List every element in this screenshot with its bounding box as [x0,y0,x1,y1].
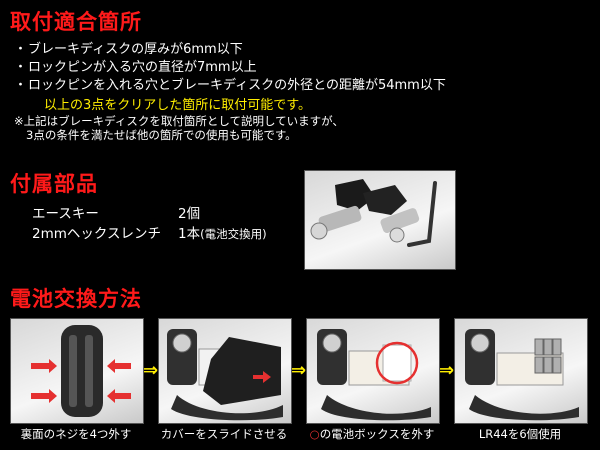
heading-accessories: 付属部品 [10,172,98,196]
fit-condition-3: ・ロックピンを入れる穴とブレーキディスクの外径との距離が54mm以下 [14,74,446,93]
cover-slide-illustration [167,329,283,421]
step-4-caption: LR44を6個使用 [478,427,562,441]
lr44-batteries-illustration [465,329,579,421]
fit-condition-text: ブレーキディスクの厚みが6mm以下 [28,42,243,57]
fit-summary: 以上の3点をクリアした箇所に取付可能です。 [44,98,311,113]
accessory-qty-with-note: 1本(電池交換用) [178,222,267,242]
step-2-photo [158,318,292,424]
accessory-qty: 2個 [178,206,201,222]
step-1-caption: 裏面のネジを4つ外す [20,427,132,441]
key-and-wrench-illustration [310,179,437,247]
step-4-photo [454,318,588,424]
step-3-caption: ○の電池ボックスを外す [302,426,442,442]
heading-battery-replacement: 電池交換方法 [10,287,142,311]
bullet: ・ [14,42,28,57]
note-line-2: 3点の条件を満たせば他の箇所での使用も可能です。 [26,128,297,142]
note-line-1: ※上記はブレーキディスクを取付箇所として説明していますが、 [14,114,344,128]
accessory-qty: 1本 [178,226,201,242]
step-arrow-icon: ⇒ [439,360,455,381]
step-arrow-icon: ⇒ [143,360,159,381]
step-1-photo [10,318,144,424]
heading-fit-locations: 取付適合箇所 [10,10,142,34]
slide-arrow-icon [253,371,271,383]
bullet: ・ [14,78,28,93]
highlight-circle-icon [375,341,419,385]
fit-condition-text: ロックピンを入れる穴とブレーキディスクの外径との距離が54mm以下 [28,78,446,93]
step-3-caption-text: の電池ボックスを外す [319,427,435,441]
step-3-photo [306,318,440,424]
accessory-name: 2mmヘックスレンチ [32,226,161,242]
battery-box-illustration [317,329,431,421]
fit-condition-text: ロックピンが入る穴の直径が7mm以上 [28,60,257,75]
lock-back-illustration [31,325,131,417]
step-arrow-icon: ⇒ [291,360,307,381]
fit-condition-2: ・ロックピンが入る穴の直径が7mm以上 [14,56,257,75]
bullet: ・ [14,60,28,75]
fit-condition-1: ・ブレーキディスクの厚みが6mm以下 [14,38,243,57]
accessories-photo [304,170,456,270]
screw-arrow-icon [31,359,131,403]
step-2-caption: カバーをスライドさせる [160,427,288,441]
accessory-note: (電池交換用) [200,227,267,241]
accessory-name: エースキー [32,206,99,222]
red-circle-marker: ○ [309,427,320,441]
